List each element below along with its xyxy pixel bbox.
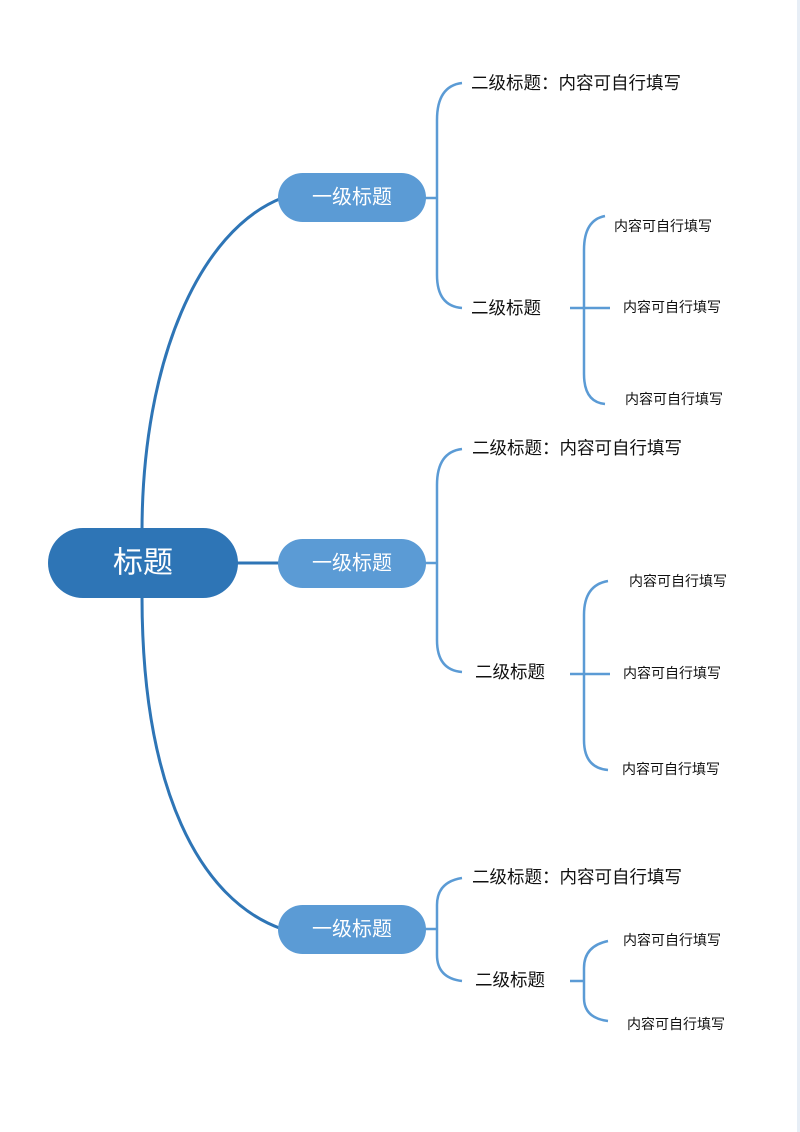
- level2-label[interactable]: 二级标题: [471, 299, 541, 319]
- connector-root-branch3: [140, 595, 283, 931]
- level1-label: 一级标题: [312, 917, 392, 941]
- level2-label[interactable]: 二级标题：内容可自行填写: [471, 74, 681, 94]
- level1-node[interactable]: 一级标题: [278, 539, 426, 588]
- level3-item[interactable]: 内容可自行填写: [629, 573, 727, 590]
- level1-node[interactable]: 一级标题: [278, 905, 426, 954]
- branch2-connectors: [425, 447, 610, 772]
- level2-label[interactable]: 二级标题: [475, 663, 545, 683]
- level3-item[interactable]: 内容可自行填写: [623, 665, 721, 682]
- branch3-connectors: [425, 876, 609, 1023]
- level2-label[interactable]: 二级标题: [475, 971, 545, 991]
- level2-label[interactable]: 二级标题：内容可自行填写: [472, 439, 682, 459]
- level2-label[interactable]: 二级标题：内容可自行填写: [472, 868, 682, 888]
- level3-item[interactable]: 内容可自行填写: [625, 391, 723, 408]
- branch1-connectors: [425, 81, 610, 406]
- level3-item[interactable]: 内容可自行填写: [623, 299, 721, 316]
- level3-item[interactable]: 内容可自行填写: [627, 1016, 725, 1033]
- level3-item[interactable]: 内容可自行填写: [622, 761, 720, 778]
- connector-root-branch1: [140, 196, 283, 533]
- level1-label: 一级标题: [312, 185, 392, 209]
- page-edge: [797, 0, 800, 1132]
- root-node[interactable]: 标题: [48, 528, 238, 598]
- level1-label: 一级标题: [312, 551, 392, 575]
- level3-item[interactable]: 内容可自行填写: [623, 932, 721, 949]
- level1-node[interactable]: 一级标题: [278, 173, 426, 222]
- level3-item[interactable]: 内容可自行填写: [614, 218, 712, 235]
- root-title: 标题: [113, 546, 173, 581]
